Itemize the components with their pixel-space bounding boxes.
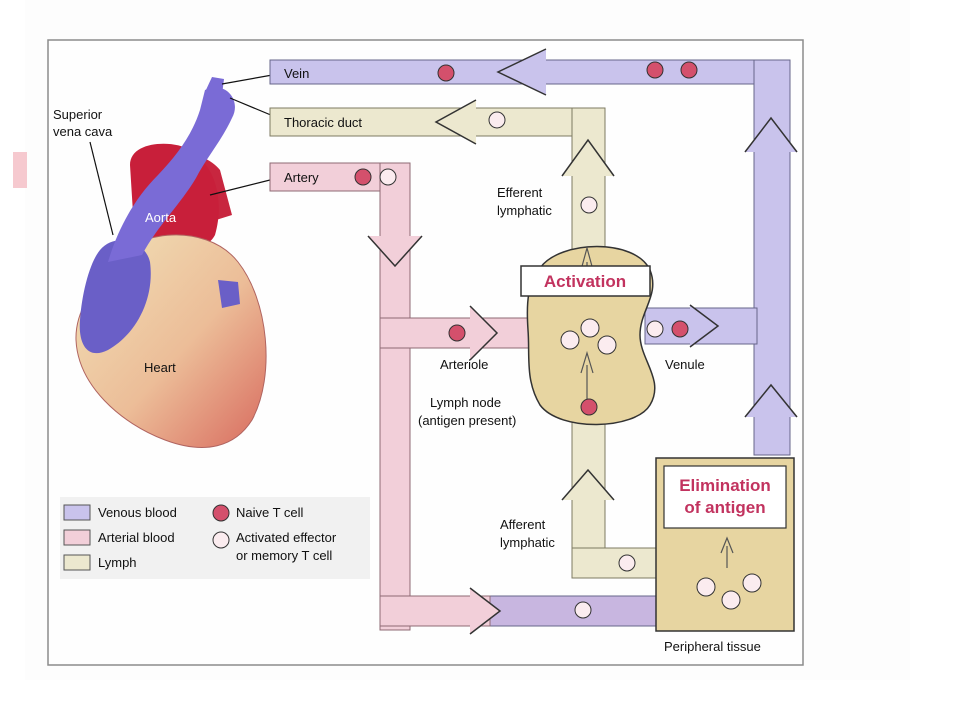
lymph-node-label-line1: Lymph node	[430, 395, 501, 410]
activated-t-cell	[488, 111, 506, 129]
activation-label: Activation	[544, 272, 626, 291]
naive-t-cell	[437, 64, 455, 82]
afferent-up-arrow	[561, 468, 615, 501]
legend-label-venous: Venous blood	[98, 505, 177, 520]
naive-t-cell	[671, 320, 689, 338]
elimination-label-line1: Elimination	[679, 476, 771, 495]
arteriole-label: Arteriole	[440, 357, 488, 372]
activated-t-cell	[721, 590, 741, 610]
activated-t-cell	[742, 573, 762, 593]
thoracic-left-arrow	[434, 99, 477, 145]
activated-t-cell	[696, 577, 716, 597]
activated-t-cell	[618, 554, 636, 572]
venule-label: Venule	[665, 357, 705, 372]
artery-leader-line	[209, 177, 279, 196]
elimination-label-line2: of antigen	[684, 498, 765, 517]
afferent-label-line2: lymphatic	[500, 535, 555, 550]
naive-t-cell	[680, 61, 698, 79]
artery-label: Artery	[284, 170, 319, 185]
venule-arrow	[689, 304, 720, 348]
naive-t-cell	[580, 398, 598, 416]
naive-t-cell	[448, 324, 466, 342]
lymph-node-label-line2: (antigen present)	[418, 413, 516, 428]
vein-leader-line	[221, 73, 279, 85]
artery-left-column	[379, 162, 411, 631]
efferent-column	[571, 107, 606, 261]
svc-leader-line	[89, 141, 114, 236]
tissue-up-arrow	[720, 536, 734, 568]
naive-t-cell	[354, 168, 372, 186]
legend-naive-cell-icon	[212, 504, 230, 522]
elimination-box	[663, 465, 787, 529]
artery-bottom-arrow	[469, 587, 502, 635]
efferent-up-arrow	[561, 138, 615, 177]
efferent-label-line2: lymphatic	[497, 203, 552, 218]
efferent-label-line1: Efferent	[497, 185, 543, 200]
afferent-bottom-connector	[571, 547, 663, 579]
activated-t-cell	[379, 168, 397, 186]
vein-up-arrow-bottom	[744, 383, 798, 418]
heart-illustration	[75, 77, 267, 448]
aorta-label: Aorta	[145, 210, 177, 225]
legend-label-activated-line1: Activated effector	[236, 530, 337, 545]
activation-box	[520, 265, 651, 297]
edge-smear	[13, 152, 27, 188]
activated-t-cell	[580, 196, 598, 214]
activated-t-cell	[580, 318, 600, 338]
superior-vena-cava-label-line1: Superior	[53, 107, 103, 122]
legend-activated-cell-icon	[212, 531, 230, 549]
vein-branch-top	[205, 77, 224, 95]
naive-t-cell	[646, 61, 664, 79]
venous-pathway	[269, 48, 798, 627]
pulmonary-vein-right	[218, 280, 240, 308]
legend-swatch-lymph	[63, 554, 91, 571]
peripheral-tissue-label: Peripheral tissue	[664, 639, 761, 654]
legend-label-naive: Naive T cell	[236, 505, 304, 520]
legend-swatch-arterial	[63, 529, 91, 546]
legend-swatch-venous	[63, 504, 91, 521]
activated-t-cell	[560, 330, 580, 350]
vein-left-arrow	[496, 48, 547, 96]
cells	[354, 61, 762, 619]
superior-vena-cava-label-line2: vena cava	[53, 124, 113, 139]
thoracic-duct-label: Thoracic duct	[284, 115, 362, 130]
artery-down-arrow	[367, 235, 423, 268]
activated-t-cell	[646, 320, 664, 338]
afferent-label-line1: Afferent	[500, 517, 546, 532]
node-arrow-lower	[580, 350, 594, 400]
right-atrium	[79, 240, 151, 354]
legend-label-lymph: Lymph	[98, 555, 137, 570]
vein-label: Vein	[284, 66, 309, 81]
lymph-pathway	[269, 99, 663, 579]
legend-label-arterial: Arterial blood	[98, 530, 175, 545]
vena-cava	[108, 87, 235, 262]
activated-t-cell	[574, 601, 592, 619]
activated-t-cell	[597, 335, 617, 355]
vein-up-arrow-top	[744, 116, 798, 153]
legend-label-activated-line2: or memory T cell	[236, 548, 332, 563]
vein-bottom-channel	[486, 595, 660, 627]
arteriole-arrow	[469, 305, 499, 361]
legend: Venous blood Arterial blood Lymph Naive …	[60, 497, 370, 579]
heart-label: Heart	[144, 360, 176, 375]
